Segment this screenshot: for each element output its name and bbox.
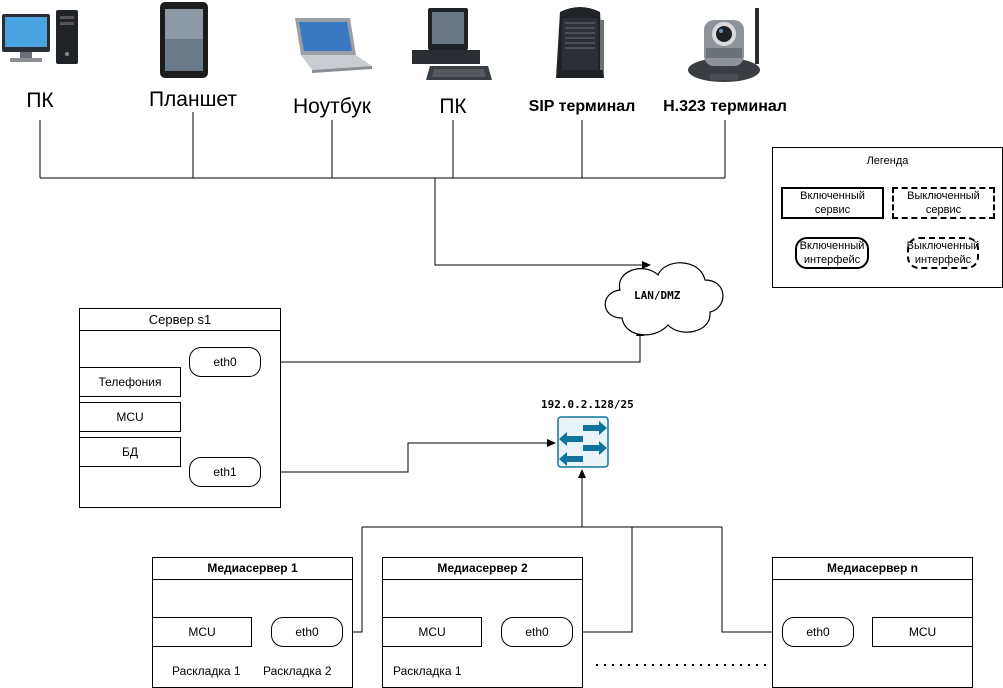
media-server-1-title: Медиасервер 1 (153, 558, 352, 580)
media2-service-mcu: MCU (382, 617, 482, 647)
legend-panel: Легенда Включенный сервис Выключенный се… (772, 147, 1003, 288)
network-switch-icon (557, 416, 609, 468)
media1-service-mcu: MCU (152, 617, 252, 647)
legend-disabled-service: Выключенный сервис (892, 187, 995, 219)
legend-disabled-interface: Выключенный интерфейс (907, 237, 979, 269)
media2-layout-1: Раскладка 1 (393, 664, 462, 678)
media1-layout-1: Раскладка 1 (172, 664, 241, 678)
s1-eth1-interface: eth1 (189, 457, 261, 487)
media1-eth0-interface: eth0 (271, 617, 343, 647)
s1-eth1-to-switch-line (260, 439, 556, 473)
median-eth0-interface: eth0 (782, 617, 854, 647)
s1-eth0-interface: eth0 (189, 347, 261, 377)
legend-title: Легенда (866, 155, 909, 167)
legend-enabled-interface: Включенный интерфейс (795, 237, 869, 269)
median-link-line (721, 527, 782, 633)
lan-dmz-cloud (604, 262, 724, 336)
device-label-sip: SIP терминал (528, 98, 636, 115)
legend-enabled-service: Включенный сервис (781, 187, 884, 219)
sip-terminal-icon (556, 7, 604, 78)
device-label-laptop: Ноутбук (293, 95, 371, 118)
media2-link-line (573, 527, 633, 633)
device-label-tablet: Планшет (148, 88, 238, 111)
cloud-label: LAN/DMZ (634, 289, 681, 302)
s1-service-telephony: Телефония (79, 367, 181, 397)
media-server-2-title: Медиасервер 2 (383, 558, 582, 580)
device-label-pc-2: ПК (439, 95, 467, 118)
median-service-mcu: MCU (872, 617, 973, 647)
desktop-pc-icon (2, 10, 78, 64)
media1-layout-2: Раскладка 2 (263, 664, 332, 678)
server-s1-title: Сервер s1 (80, 309, 280, 331)
s1-service-db: БД (79, 437, 181, 467)
tablet-icon (160, 2, 208, 78)
media2-eth0-interface: eth0 (501, 617, 573, 647)
s1-eth0-to-cloud-line (260, 327, 644, 363)
device-label-h323: H.323 терминал (663, 98, 787, 115)
s1-service-mcu: MCU (79, 402, 181, 432)
laptop-icon (295, 18, 372, 73)
ip-camera-icon (688, 8, 760, 82)
desktop-workstation-icon (412, 8, 492, 80)
device-label-pc-1: ПК (26, 89, 54, 112)
switch-subnet-label: 192.0.2.128/25 (541, 398, 634, 411)
bus-to-cloud-line (434, 178, 651, 269)
media-server-n-title: Медиасервер n (773, 558, 972, 580)
